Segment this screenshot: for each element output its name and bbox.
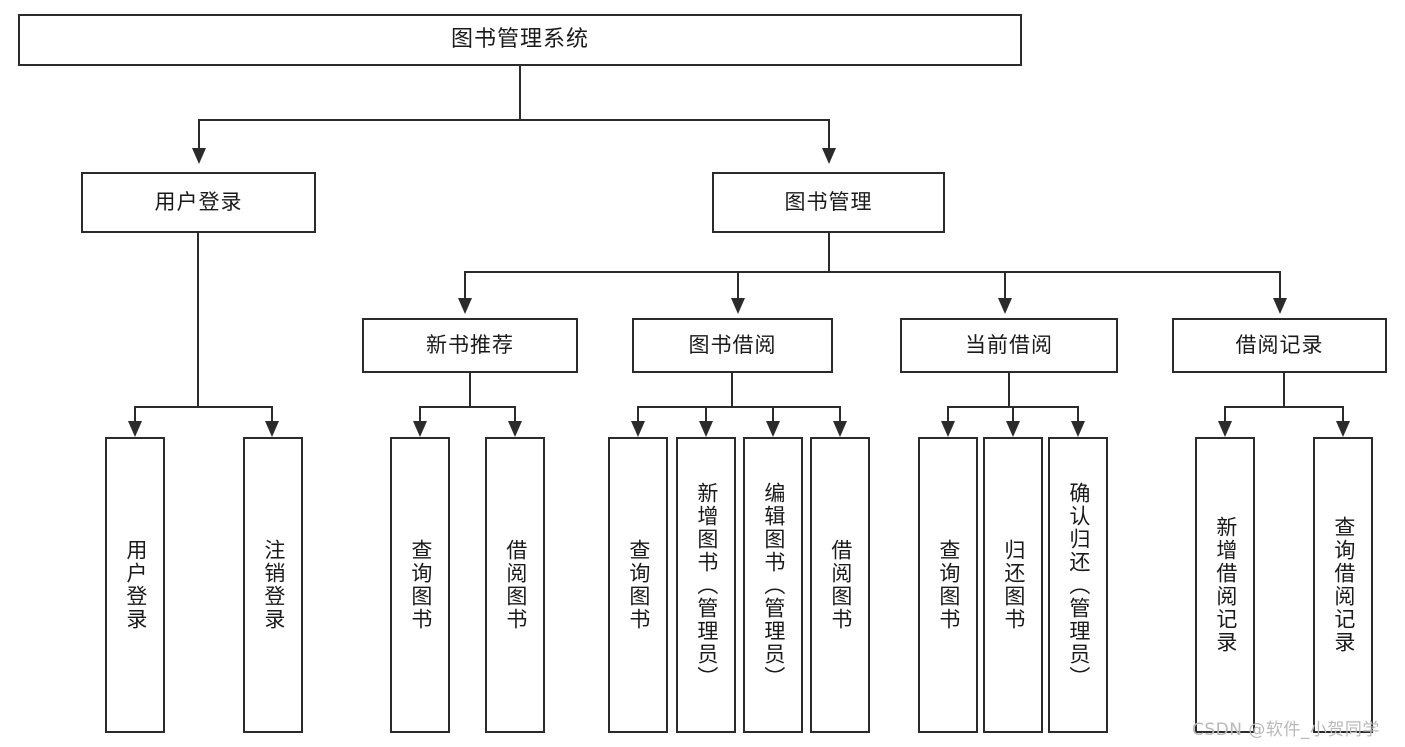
leaf-add-book-label: 新增图书（管理员） [694, 481, 719, 689]
leaf-return-book[interactable]: 归还图书 [983, 437, 1043, 733]
leaf-query-record[interactable]: 查询借阅记录 [1313, 437, 1373, 733]
node-borrow-record[interactable]: 借阅记录 [1172, 318, 1387, 373]
node-current-borrow-label: 当前借阅 [965, 332, 1053, 357]
node-new-book-rec[interactable]: 新书推荐 [362, 318, 578, 373]
connector-book-manage-bar [464, 271, 1281, 273]
leaf-edit-book-label: 编辑图书（管理员） [761, 481, 786, 689]
arrow-book-borrow-to-leaf1 [631, 421, 645, 437]
arrow-borrow-record-to-leaf1 [1218, 421, 1232, 437]
connector-book-manage-to-borrow-record [1279, 271, 1281, 299]
arrow-book-manage-to-current-borrow [998, 298, 1012, 314]
connector-borrow-record-stem [1283, 373, 1285, 408]
connector-new-book-rec-to-leaf1 [419, 406, 421, 422]
connector-new-book-rec-stem [469, 373, 471, 408]
connector-borrow-record-to-leaf1 [1224, 406, 1226, 422]
leaf-add-record-label: 新增借阅记录 [1213, 516, 1238, 654]
connector-current-borrow-stem [1008, 373, 1010, 408]
arrow-user-login-to-leaf1 [128, 421, 142, 437]
leaf-borrow-book-1-label: 借阅图书 [503, 539, 528, 631]
connector-book-manage-to-book-borrow [737, 271, 739, 299]
leaf-query-book-2-label: 查询图书 [626, 539, 651, 631]
node-book-borrow-label: 图书借阅 [688, 332, 777, 357]
connector-root-bar [198, 119, 830, 121]
leaf-user-login[interactable]: 用户登录 [105, 437, 165, 733]
arrow-book-manage-to-new-book-rec [458, 298, 472, 314]
leaf-query-book-3-label: 查询图书 [936, 539, 961, 631]
node-new-book-rec-label: 新书推荐 [426, 332, 514, 357]
arrow-book-borrow-to-leaf3 [766, 421, 780, 437]
connector-current-borrow-to-leaf3 [1077, 406, 1079, 422]
connector-new-book-rec-to-leaf2 [514, 406, 516, 422]
arrow-book-borrow-to-leaf2 [699, 421, 713, 437]
watermark: CSDN @软件_小贺同学 [1192, 715, 1380, 740]
leaf-add-book[interactable]: 新增图书（管理员） [676, 437, 736, 733]
connector-book-borrow-to-leaf3 [772, 406, 774, 422]
node-root[interactable]: 图书管理系统 [18, 14, 1022, 66]
arrow-root-to-user-login [192, 148, 206, 164]
connector-root-stem [519, 66, 521, 119]
connector-book-borrow-stem [731, 373, 733, 408]
watermark-text: CSDN @软件_小贺同学 [1192, 720, 1380, 740]
leaf-return-book-label: 归还图书 [1001, 539, 1026, 631]
node-root-label: 图书管理系统 [450, 26, 589, 52]
arrow-current-borrow-to-leaf2 [1006, 421, 1020, 437]
node-user-login-label: 用户登录 [154, 189, 243, 214]
connector-book-manage-to-current-borrow [1004, 271, 1006, 299]
leaf-query-book-1-label: 查询图书 [408, 539, 433, 631]
connector-current-borrow-to-leaf2 [1012, 406, 1014, 422]
arrow-book-borrow-to-leaf4 [833, 421, 847, 437]
connector-current-borrow-to-leaf1 [947, 406, 949, 422]
arrow-new-book-rec-to-leaf1 [413, 421, 427, 437]
connector-user-login-to-leaf2 [271, 406, 273, 422]
arrow-current-borrow-to-leaf1 [941, 421, 955, 437]
arrow-user-login-to-leaf2 [265, 421, 279, 437]
arrow-root-to-book-manage [822, 148, 836, 164]
connector-new-book-rec-bar [419, 406, 516, 408]
leaf-confirm-return[interactable]: 确认归还（管理员） [1048, 437, 1108, 733]
leaf-confirm-return-label: 确认归还（管理员） [1066, 481, 1091, 689]
node-book-manage-label: 图书管理 [784, 189, 873, 214]
connector-user-login-stem [197, 233, 199, 408]
node-user-login[interactable]: 用户登录 [81, 172, 316, 233]
arrow-book-manage-to-book-borrow [731, 298, 745, 314]
connector-book-manage-stem [828, 233, 830, 272]
arrow-borrow-record-to-leaf2 [1336, 421, 1350, 437]
leaf-query-record-label: 查询借阅记录 [1331, 516, 1356, 654]
connector-user-login-bar [134, 406, 273, 408]
leaf-query-book-3[interactable]: 查询图书 [918, 437, 978, 733]
leaf-user-login-label: 用户登录 [123, 539, 148, 631]
node-book-manage[interactable]: 图书管理 [712, 172, 945, 233]
connector-borrow-record-bar [1224, 406, 1344, 408]
connector-book-manage-to-new-book-rec [464, 271, 466, 299]
leaf-query-book-1[interactable]: 查询图书 [390, 437, 450, 733]
leaf-logout[interactable]: 注销登录 [243, 437, 303, 733]
arrow-current-borrow-to-leaf3 [1071, 421, 1085, 437]
connector-book-borrow-bar [637, 406, 841, 408]
arrow-new-book-rec-to-leaf2 [508, 421, 522, 437]
connector-borrow-record-to-leaf2 [1342, 406, 1344, 422]
arrow-book-manage-to-borrow-record [1273, 298, 1287, 314]
leaf-borrow-book-2[interactable]: 借阅图书 [810, 437, 870, 733]
node-borrow-record-label: 借阅记录 [1235, 332, 1324, 357]
leaf-query-book-2[interactable]: 查询图书 [608, 437, 668, 733]
node-book-borrow[interactable]: 图书借阅 [632, 318, 833, 373]
connector-book-borrow-to-leaf2 [705, 406, 707, 422]
leaf-logout-label: 注销登录 [261, 539, 286, 631]
leaf-edit-book[interactable]: 编辑图书（管理员） [743, 437, 803, 733]
connector-root-to-book-manage [828, 119, 830, 149]
connector-book-borrow-to-leaf4 [839, 406, 841, 422]
connector-user-login-to-leaf1 [134, 406, 136, 422]
leaf-add-record[interactable]: 新增借阅记录 [1195, 437, 1255, 733]
leaf-borrow-book-1[interactable]: 借阅图书 [485, 437, 545, 733]
connector-book-borrow-to-leaf1 [637, 406, 639, 422]
node-current-borrow[interactable]: 当前借阅 [900, 318, 1118, 373]
connector-root-to-user-login [198, 119, 200, 149]
leaf-borrow-book-2-label: 借阅图书 [828, 539, 853, 631]
